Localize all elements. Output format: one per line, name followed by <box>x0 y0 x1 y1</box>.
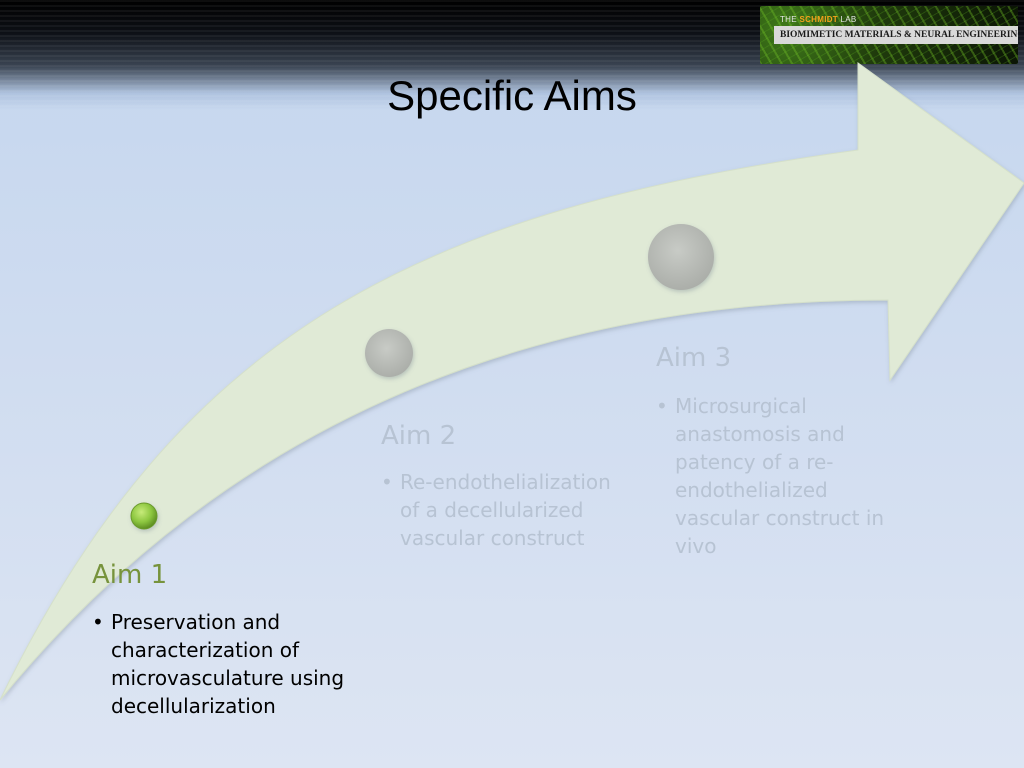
logo-subtitle: BIOMIMETIC MATERIALS & NEURAL ENGINEERIN… <box>780 30 1018 40</box>
logo-subtitle-bar <box>774 26 1018 44</box>
bullet: • <box>381 470 393 494</box>
aim-1-marker <box>130 502 158 530</box>
aim-3-line: vivo <box>675 534 717 558</box>
bullet: • <box>92 610 104 634</box>
aim-1-heading: Aim 1 <box>92 560 168 590</box>
aim-1-line: Preservation and <box>111 610 281 634</box>
aim-2-line: vascular construct <box>400 526 585 550</box>
aim-1-line: characterization of <box>111 638 300 662</box>
aim-3-marker <box>648 224 714 290</box>
aim-3-line: endothelialized <box>675 478 828 502</box>
aim-3-line: vascular construct in <box>675 506 885 530</box>
aim-1-line: microvasculature using <box>111 666 345 690</box>
slide-title: Specific Aims <box>387 72 637 119</box>
aim-2-marker <box>365 329 413 377</box>
lab-logo: THE SCHMIDT LAB BIOMIMETIC MATERIALS & N… <box>760 6 1018 64</box>
logo-highlight: SCHMIDT <box>799 15 838 24</box>
aim-1-description: • Preservation and characterization of m… <box>92 608 372 720</box>
aim-1-line: decellularization <box>111 694 276 718</box>
aim-2-description: • Re-endothelialization of a decellulari… <box>381 468 641 552</box>
aim-3-line: Microsurgical <box>675 394 807 418</box>
aim-3-description: • Microsurgical anastomosis and patency … <box>656 392 916 560</box>
bullet: • <box>656 394 668 418</box>
aim-2-line: Re-endothelialization <box>400 470 611 494</box>
logo-suffix: LAB <box>840 15 857 24</box>
logo-prefix: THE <box>780 15 797 24</box>
aim-2-heading: Aim 2 <box>381 421 457 451</box>
aim-3-heading: Aim 3 <box>656 343 732 373</box>
logo-lab-name: THE SCHMIDT LAB <box>780 15 857 24</box>
aim-2-line: of a decellularized <box>400 498 584 522</box>
aim-3-line: anastomosis and <box>675 422 845 446</box>
aim-3-line: patency of a re- <box>675 450 834 474</box>
arrow-shape <box>0 62 1024 701</box>
